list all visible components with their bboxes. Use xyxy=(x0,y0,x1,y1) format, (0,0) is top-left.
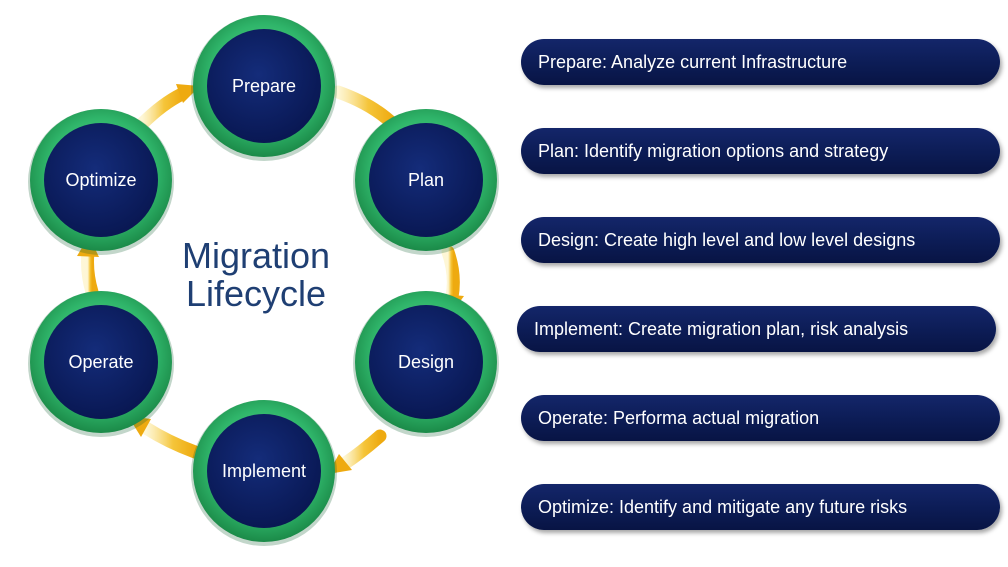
stage-label-plan: Plan xyxy=(408,170,444,190)
stage-node-plan: Plan xyxy=(353,109,499,255)
step-pill-design: Design: Create high level and low level … xyxy=(521,217,1000,263)
step-text-implement: Implement: Create migration plan, risk a… xyxy=(534,318,909,339)
stage-node-optimize: Optimize xyxy=(28,109,174,255)
stage-label-operate: Operate xyxy=(68,352,133,372)
stage-node-prepare: Prepare xyxy=(191,15,337,161)
step-text-prepare: Prepare: Analyze current Infrastructure xyxy=(538,51,848,72)
step-pill-implement: Implement: Create migration plan, risk a… xyxy=(517,306,996,352)
stage-node-design: Design xyxy=(353,291,499,437)
diagram-title-line1: Migration xyxy=(182,235,330,276)
step-pill-prepare: Prepare: Analyze current Infrastructure xyxy=(521,39,1000,85)
stage-label-optimize: Optimize xyxy=(65,170,136,190)
stage-node-implement: Implement xyxy=(191,400,337,546)
step-pill-plan: Plan: Identify migration options and str… xyxy=(521,128,1000,174)
step-text-plan: Plan: Identify migration options and str… xyxy=(538,140,889,161)
stage-label-prepare: Prepare xyxy=(232,76,296,96)
step-text-operate: Operate: Performa actual migration xyxy=(538,407,820,428)
lifecycle-cycle: Prepare Plan Design Implement Operate xyxy=(28,15,499,546)
step-pill-optimize: Optimize: Identify and mitigate any futu… xyxy=(521,484,1000,530)
stage-label-implement: Implement xyxy=(222,461,306,481)
step-text-design: Design: Create high level and low level … xyxy=(538,229,916,250)
stage-label-design: Design xyxy=(398,352,454,372)
stage-node-operate: Operate xyxy=(28,291,174,437)
step-text-optimize: Optimize: Identify and mitigate any futu… xyxy=(538,496,908,517)
diagram-title-line2: Lifecycle xyxy=(186,273,326,314)
step-pill-operate: Operate: Performa actual migration xyxy=(521,395,1000,441)
